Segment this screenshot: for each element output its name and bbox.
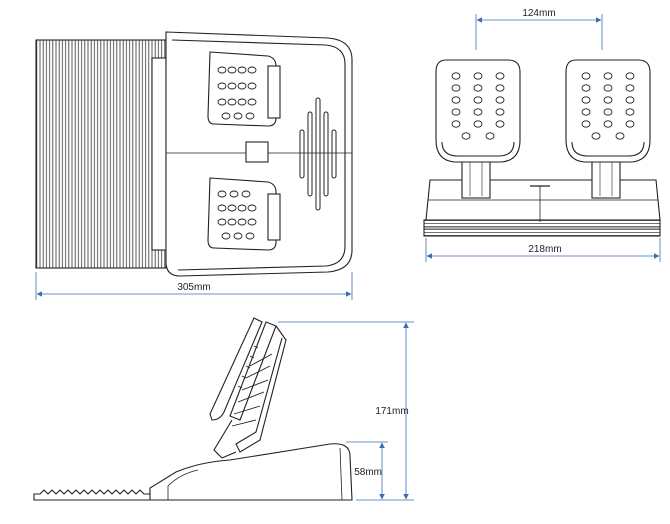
front-view-pedal-left xyxy=(435,59,521,163)
side-view-serrated-rail xyxy=(33,487,169,501)
dimension-height-total xyxy=(278,321,414,501)
label-width-front: 218mm xyxy=(528,244,561,255)
side-view-pedal xyxy=(209,317,287,459)
top-view-pedal-lower xyxy=(207,177,281,251)
top-view-center-block xyxy=(245,141,269,163)
top-view-ribbed-back xyxy=(35,39,167,269)
top-view-pedal-upper xyxy=(207,51,281,127)
dimension-width-top xyxy=(35,272,353,300)
top-view xyxy=(35,31,353,277)
front-view-pedal-right xyxy=(565,59,651,163)
label-width-top: 305mm xyxy=(177,282,210,293)
side-view-base xyxy=(149,443,353,501)
top-view-slots xyxy=(299,97,337,211)
label-pedal-spacing: 124mm xyxy=(522,8,555,19)
label-height-total: 171mm xyxy=(375,406,408,417)
dimension-height-base xyxy=(346,441,388,500)
label-height-base: 58mm xyxy=(354,467,382,478)
dimension-pedal-spacing xyxy=(475,14,603,50)
dimension-width-front xyxy=(425,238,661,262)
side-view xyxy=(33,317,353,501)
front-view xyxy=(423,59,661,237)
